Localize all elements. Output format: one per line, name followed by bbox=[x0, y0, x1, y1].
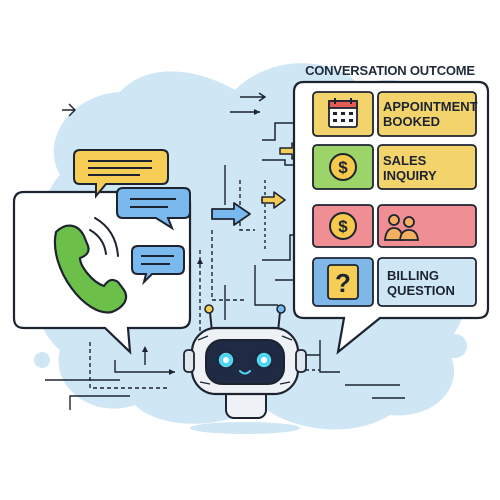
outcome-panel-title: CONVERSATION OUTCOME bbox=[305, 63, 475, 78]
chat-bubble-icon bbox=[73, 149, 169, 199]
outcome-label-line2: QUESTION bbox=[387, 283, 455, 298]
phone-icon bbox=[53, 217, 128, 314]
dollar-coin-icon: $ bbox=[329, 153, 357, 181]
outcome-row-appointment bbox=[312, 91, 477, 137]
outcome-row-sales: $ bbox=[312, 144, 477, 190]
outcome-label-line1: SALES bbox=[383, 153, 427, 168]
robot-icon bbox=[183, 304, 307, 434]
svg-text:$: $ bbox=[338, 158, 348, 177]
outcome-label-line2: BOOKED bbox=[383, 114, 441, 129]
decor-circle bbox=[443, 334, 467, 358]
decor-arrows bbox=[62, 92, 267, 117]
decor-circle bbox=[175, 75, 201, 101]
chat-bubble-icon bbox=[116, 187, 191, 231]
calendar-icon bbox=[328, 98, 358, 128]
outcome-row-label: SALES INQUIRY bbox=[383, 153, 473, 183]
outcome-row-3: $ bbox=[312, 204, 477, 248]
svg-text:$: $ bbox=[338, 217, 348, 236]
outcome-label-line2: INQUIRY bbox=[383, 168, 437, 183]
outcome-row-label: APPOINTMENT BOOKED bbox=[383, 99, 478, 129]
decor-circle bbox=[34, 352, 50, 368]
question-mark-icon: ? bbox=[327, 264, 359, 300]
outcome-label-line1: APPOINTMENT bbox=[383, 99, 478, 114]
outcome-label-line1: BILLING bbox=[387, 268, 439, 283]
dollar-coin-icon: $ bbox=[329, 212, 357, 240]
outcome-row-billing: ? bbox=[312, 257, 477, 307]
people-icon bbox=[384, 214, 419, 241]
svg-text:?: ? bbox=[335, 268, 351, 298]
outcome-row-label: BILLING QUESTION bbox=[387, 268, 475, 298]
chat-bubble-icon bbox=[131, 245, 185, 286]
arrow-right-icon bbox=[261, 191, 286, 209]
left-connector-lines bbox=[45, 111, 405, 410]
arrow-right-icon bbox=[211, 202, 251, 226]
